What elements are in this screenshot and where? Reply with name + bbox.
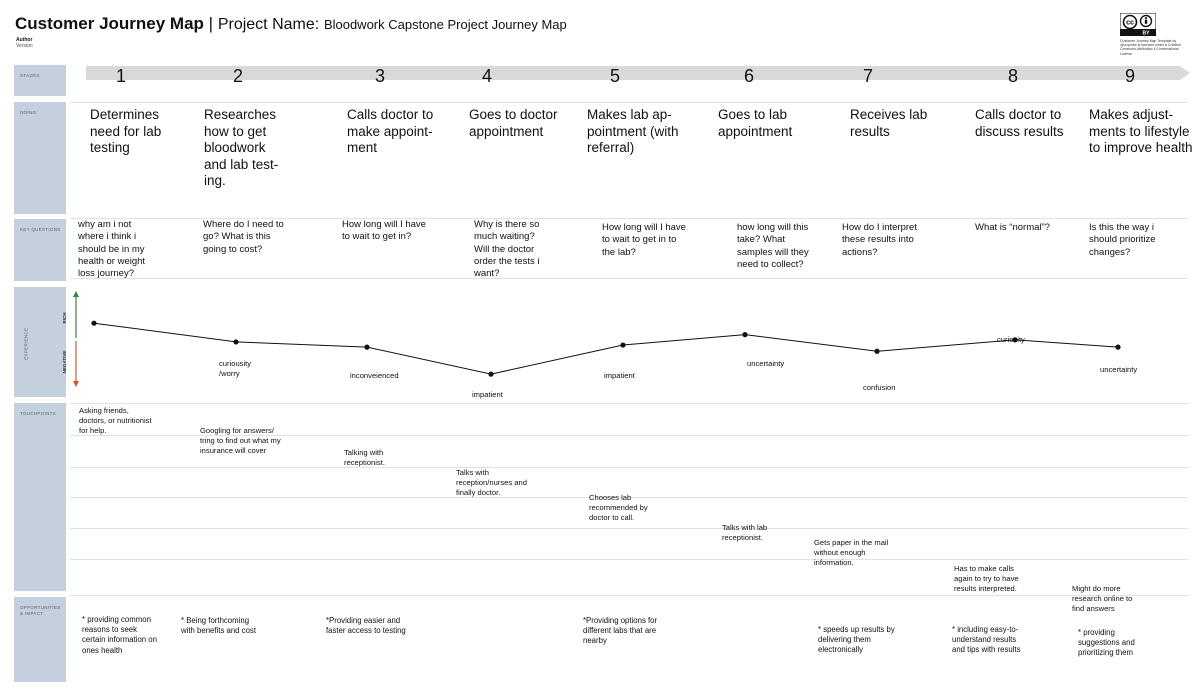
row-label-opportunities-text: OPPORTUNITIES & IMPACT — [20, 605, 61, 616]
touchpoint: Chooses lab recommended by doctor to cal… — [589, 493, 648, 523]
divider — [70, 467, 1188, 468]
emotion-label: uncertainty — [1100, 365, 1138, 374]
stage-number: 3 — [374, 66, 385, 86]
divider — [70, 595, 1188, 596]
page-title: Customer Journey Map | Project Name: Blo… — [15, 14, 567, 34]
experience-point — [91, 320, 97, 326]
experience-point — [233, 339, 239, 345]
emotion-label: confusion — [863, 383, 896, 392]
opportunity: * providing common reasons to seek certa… — [82, 615, 157, 655]
experience-point — [742, 332, 748, 338]
doing-step: Makes adjust-ments to lifestyle to impro… — [1089, 107, 1193, 155]
stage-number: 2 — [232, 66, 243, 86]
doing-step: Makes lab ap-pointment (with referral) — [587, 107, 679, 155]
row-label-stages: STAGES — [14, 65, 66, 96]
experience-point — [1115, 344, 1121, 350]
divider — [70, 559, 1188, 560]
stage-number: 7 — [862, 66, 873, 86]
touchpoint: Talks with reception/nurses and finally … — [456, 468, 527, 498]
emotion-label: impatient — [472, 390, 503, 399]
key-question: How long will I have to wait to get in? — [342, 219, 426, 243]
doing-step: Determines need for lab testing — [90, 107, 162, 155]
touchpoint: Asking friends, doctors, or nutritionist… — [79, 406, 152, 436]
row-label-experience: EXPERIENCE — [14, 287, 66, 397]
title-text: Customer Journey Map — [15, 14, 204, 33]
touchpoint: Might do more research online to find an… — [1072, 584, 1133, 614]
emotion-label: inconveienced — [350, 371, 399, 380]
project-name-label: Project Name: — [217, 16, 320, 33]
row-label-key-questions: KEY QUESTIONS — [14, 219, 66, 281]
experience-point — [488, 371, 494, 377]
project-name-value: Bloodwork Capstone Project Journey Map — [323, 17, 567, 32]
rich-label: RICH — [62, 313, 67, 324]
opportunity: * Being forthcoming with benefits and co… — [181, 616, 256, 636]
doing-step: Goes to lab appointment — [718, 107, 793, 139]
experience-point — [1012, 337, 1018, 343]
key-question: How long will I have to wait to get in t… — [602, 222, 686, 258]
author-label: Author — [16, 37, 33, 43]
divider — [70, 218, 1188, 219]
row-label-touchpoints: TOUCHPOINTS — [14, 403, 66, 591]
cc-badge-text: cc — [1126, 20, 1134, 27]
stage-number: 9 — [1124, 66, 1135, 86]
touchpoint: Gets paper in the mail without enough in… — [814, 538, 889, 568]
row-label-key-questions-text: KEY QUESTIONS — [20, 227, 61, 232]
key-question: how long will this take? What samples wi… — [737, 222, 809, 270]
row-label-opportunities: OPPORTUNITIES & IMPACT — [14, 597, 66, 682]
row-label-touchpoints-text: TOUCHPOINTS — [20, 411, 56, 416]
row-label-doing-text: DOING — [20, 110, 37, 115]
touchpoint: Googling for answers/ tring to find out … — [200, 426, 281, 456]
negative-label: NEGATIVE — [62, 351, 67, 374]
divider — [70, 528, 1188, 529]
opportunity: * speeds up results by delivering them e… — [818, 625, 895, 655]
key-question: Where do I need to go? What is this goin… — [203, 219, 284, 255]
stage-number: 8 — [1007, 66, 1018, 86]
doing-step: Receives lab results — [850, 107, 928, 139]
license-text: Customer Journey Map Template by @Uxprob… — [1120, 39, 1181, 56]
creative-commons-logo: cc BY — [1120, 13, 1156, 36]
key-question: why am i not where i think i should be i… — [78, 219, 146, 280]
key-question: What is “normal”? — [975, 222, 1050, 233]
row-label-doing: DOING — [14, 102, 66, 214]
row-label-stages-text: STAGES — [20, 73, 40, 78]
divider — [70, 497, 1188, 498]
touchpoint: Has to make calls again to try to have r… — [954, 564, 1019, 594]
experience-point — [620, 342, 626, 348]
negative-arrow-icon — [73, 381, 79, 387]
key-question: Is this the way i should prioritize chan… — [1089, 222, 1156, 258]
stage-arrow — [86, 66, 1190, 80]
stage-number: 5 — [609, 66, 620, 86]
by-badge-text: BY — [1143, 31, 1151, 37]
rich-arrow-icon — [73, 291, 79, 297]
version-label: Version — [16, 43, 33, 49]
emotion-label: uncertainty — [747, 359, 785, 368]
doing-step: Calls doctor to discuss results — [975, 107, 1064, 139]
key-question: How do I interpret these results into ac… — [842, 222, 917, 258]
divider — [70, 102, 1188, 103]
experience-point — [874, 348, 880, 354]
opportunity: *Providing options for different labs th… — [583, 616, 658, 646]
emotion-label: curiosity — [997, 335, 1025, 344]
stage-number: 1 — [115, 66, 126, 86]
emotion-label: impatient — [604, 371, 635, 380]
experience-point — [364, 344, 370, 350]
title-separator: | — [208, 14, 214, 33]
opportunity: *Providing easier and faster access to t… — [326, 616, 406, 636]
stage-number: 4 — [481, 66, 492, 86]
divider — [70, 435, 1188, 436]
opportunity: * providing suggestions and prioritizing… — [1078, 628, 1135, 658]
touchpoint: Talking with receptionist. — [344, 448, 385, 468]
touchpoint: Talks with lab receptionist. — [722, 523, 768, 543]
opportunity: * including easy-to-understand results a… — [952, 625, 1021, 655]
stage-number: 6 — [743, 66, 754, 86]
divider — [70, 403, 1188, 404]
doing-step: Calls doctor to make appoint-ment — [347, 107, 434, 155]
key-question: Why is there so much waiting? Will the d… — [474, 219, 540, 280]
emotion-label: curiousity /worry — [219, 359, 252, 378]
divider — [70, 278, 1188, 279]
doing-step: Researches how to get bloodwork and lab … — [204, 107, 279, 188]
doing-step: Goes to doctor appointment — [469, 107, 558, 139]
